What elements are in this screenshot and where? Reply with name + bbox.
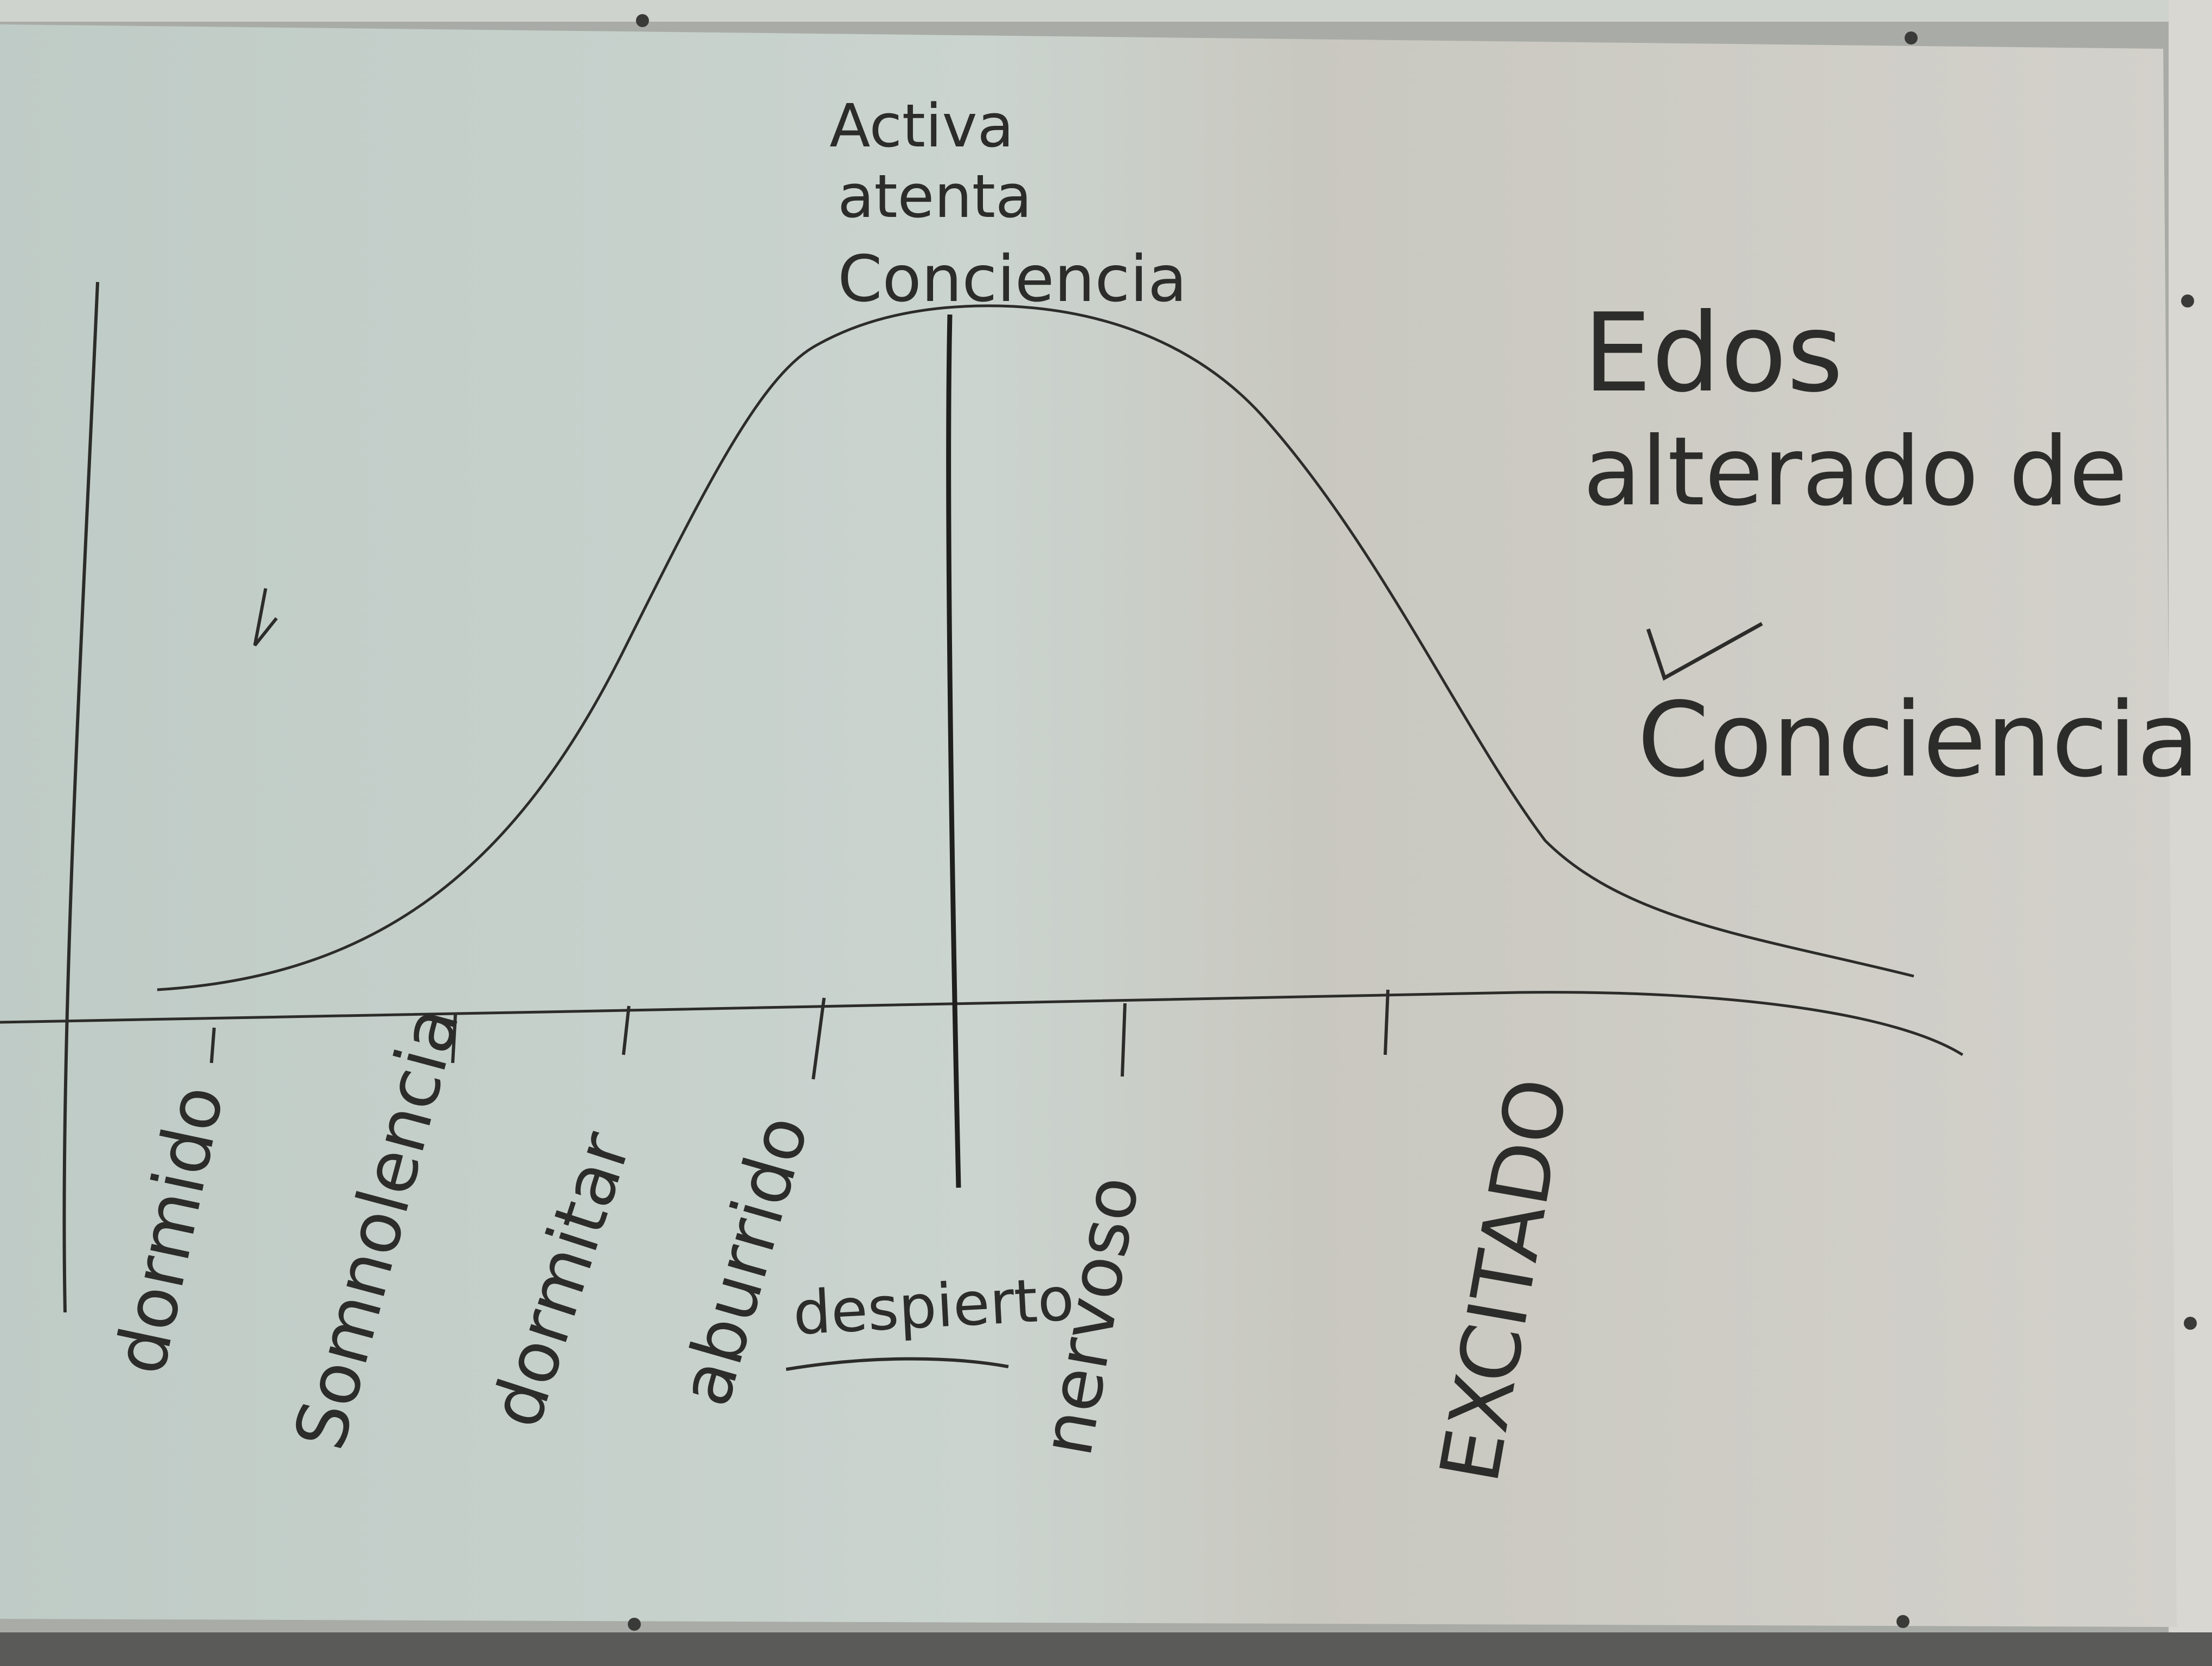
whiteboard-surface — [0, 24, 2177, 1627]
bell-curve — [157, 304, 1914, 991]
marker-tray — [0, 1632, 2212, 1666]
axis-ticks — [210, 989, 1390, 1080]
right-wall — [2169, 0, 2212, 1666]
axis-label-despierto: despierto — [792, 1264, 1076, 1348]
center-divider-line — [946, 314, 961, 1188]
side-note-check — [1646, 621, 1763, 681]
top-frame — [0, 0, 2212, 22]
peak-label: Activa atenta Conciencia — [829, 91, 1187, 316]
check-mark — [253, 588, 278, 646]
side-note: Edos alterado de Conciencia — [1583, 290, 2200, 800]
side-note-line-3: Conciencia — [1637, 680, 2200, 800]
x-axis-line — [0, 991, 1964, 1056]
peak-label-line-1: Activa — [829, 91, 1014, 161]
despierto-underline — [786, 1357, 1009, 1371]
board-screws — [628, 14, 2197, 1631]
peak-label-line-3: Conciencia — [838, 241, 1187, 316]
y-axis-line — [62, 281, 99, 1313]
side-note-line-1: Edos — [1583, 290, 1843, 416]
side-note-line-2: alterado de — [1583, 417, 2127, 527]
peak-label-line-2: atenta — [838, 162, 1032, 231]
